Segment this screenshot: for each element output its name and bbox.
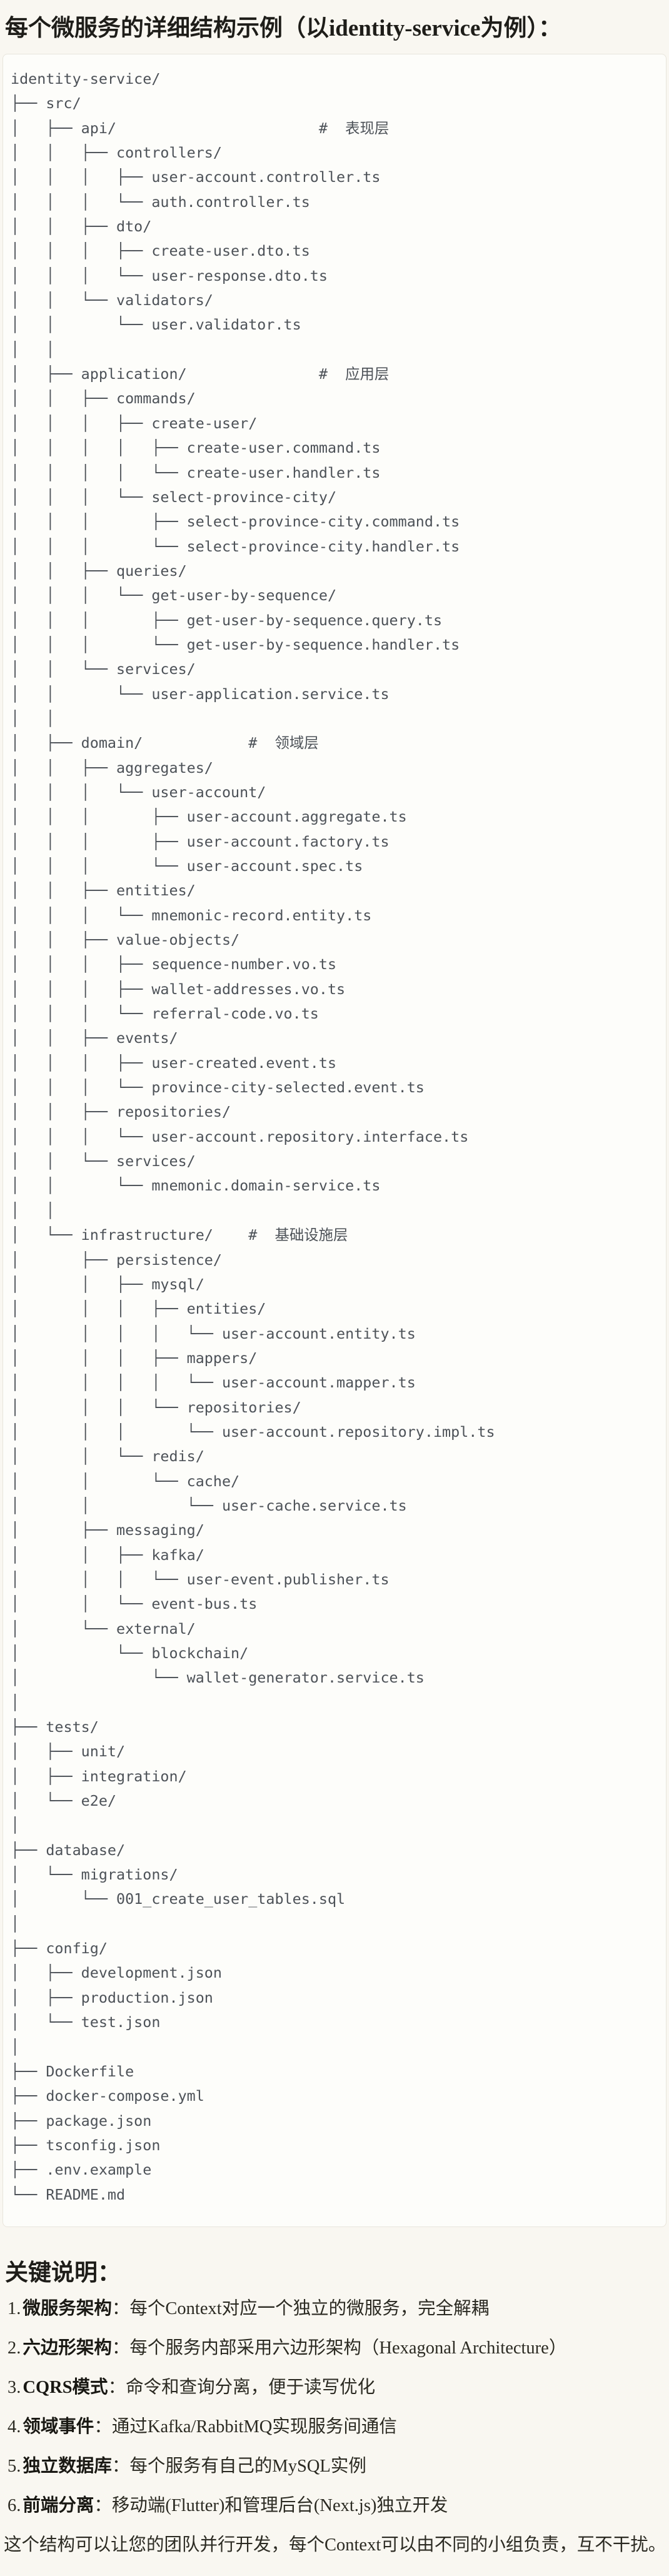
- note-item: 1.微服务架构：每个Context对应一个独立的微服务，完全解耦: [8, 2297, 666, 2321]
- note-colon: ：: [94, 2417, 112, 2437]
- note-label: 微服务架构: [23, 2298, 112, 2318]
- note-label: 六边形架构: [23, 2338, 112, 2358]
- page-title: 每个微服务的详细结构示例（以identity-service为例）：: [5, 16, 561, 41]
- note-colon: ：: [94, 2495, 112, 2515]
- note-text: 移动端(Flutter)和管理后台(Next.js)独立开发: [111, 2495, 448, 2515]
- note-text: 命令和查询分离，便于读写优化: [126, 2377, 376, 2397]
- note-label: 领域事件: [23, 2417, 94, 2437]
- note-number: 1.: [8, 2298, 21, 2318]
- note-item: 5.独立数据库：每个服务有自己的MySQL实例: [8, 2455, 666, 2478]
- note-item: 3.CQRS模式：命令和查询分离，便于读写优化: [8, 2376, 666, 2400]
- note-label: 独立数据库: [23, 2456, 112, 2476]
- notes-heading: 关键说明：: [5, 2260, 121, 2286]
- note-number: 2.: [8, 2338, 21, 2358]
- note-text: 通过Kafka/RabbitMQ实现服务间通信: [111, 2417, 397, 2437]
- notes-list: 1.微服务架构：每个Context对应一个独立的微服务，完全解耦 2.六边形架构…: [3, 2297, 666, 2518]
- note-number: 3.: [8, 2377, 21, 2397]
- note-item: 4.领域事件：通过Kafka/RabbitMQ实现服务间通信: [8, 2415, 666, 2439]
- code-block: identity-service/ ├── src/ │ ├── api/ # …: [3, 54, 666, 2227]
- note-number: 5.: [8, 2456, 21, 2476]
- note-number: 4.: [8, 2417, 21, 2437]
- note-colon: ：: [111, 2298, 130, 2318]
- directory-tree: identity-service/ ├── src/ │ ├── api/ # …: [11, 70, 495, 2203]
- note-item: 6.前端分离：移动端(Flutter)和管理后台(Next.js)独立开发: [8, 2494, 666, 2518]
- note-colon: ：: [108, 2377, 126, 2397]
- note-text: 每个服务内部采用六边形架构（Hexagonal Architecture）: [129, 2338, 567, 2358]
- note-label: 前端分离: [23, 2495, 94, 2515]
- note-colon: ：: [111, 2456, 130, 2476]
- note-number: 6.: [8, 2495, 21, 2515]
- note-text: 每个Context对应一个独立的微服务，完全解耦: [129, 2298, 490, 2318]
- note-colon: ：: [111, 2338, 130, 2358]
- note-label: CQRS模式: [23, 2377, 108, 2397]
- note-item: 2.六边形架构：每个服务内部采用六边形架构（Hexagonal Architec…: [8, 2337, 666, 2360]
- closing-paragraph: 这个结构可以让您的团队并行开发，每个Context可以由不同的小组负责，互不干扰…: [4, 2535, 666, 2555]
- note-text: 每个服务有自己的MySQL实例: [129, 2456, 366, 2476]
